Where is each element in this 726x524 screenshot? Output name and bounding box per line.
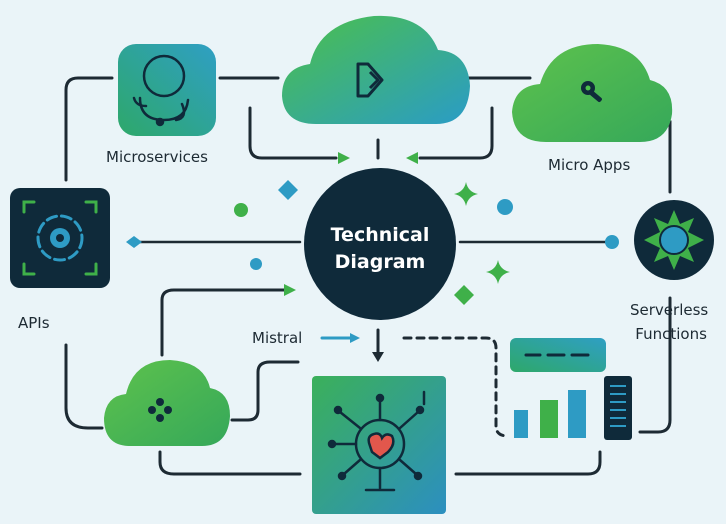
connectors bbox=[64, 76, 672, 476]
arrowhead-bl bbox=[284, 284, 296, 296]
four-dots-icon bbox=[148, 398, 172, 422]
apis-node[interactable] bbox=[10, 188, 110, 288]
center-node[interactable] bbox=[304, 168, 456, 320]
deco-diamond-2 bbox=[454, 285, 474, 305]
arrowhead-center-left bbox=[338, 152, 350, 164]
top-cloud-shape bbox=[282, 15, 470, 124]
center-title-line1: Technical bbox=[330, 224, 430, 246]
mistral-label: Mistral bbox=[252, 329, 303, 347]
connector-bl-right bbox=[230, 360, 300, 422]
microservices-box bbox=[118, 44, 216, 136]
connector-bottom-right bbox=[454, 450, 602, 476]
deco-diamond-1 bbox=[278, 180, 298, 200]
bottom-left-cloud-shape bbox=[104, 360, 230, 446]
bottom-center-node[interactable] bbox=[312, 376, 446, 514]
serverless-label: Serverless Functions bbox=[630, 298, 708, 346]
headset-user-icon bbox=[132, 54, 190, 127]
serverless-node[interactable] bbox=[634, 200, 714, 280]
dot-right-end bbox=[605, 235, 619, 249]
micro-apps-label: Micro Apps bbox=[548, 156, 631, 174]
arrowhead-center-right bbox=[406, 152, 418, 164]
deco-dot-3 bbox=[497, 199, 513, 215]
connector-bottom-left bbox=[158, 450, 302, 476]
sun-gear-icon bbox=[644, 210, 704, 270]
connector-dashed-right bbox=[402, 336, 510, 438]
center-title: Technical Diagram bbox=[305, 222, 455, 276]
decorations bbox=[234, 180, 513, 305]
bottom-right-node[interactable] bbox=[510, 338, 632, 440]
microservices-label: Microservices bbox=[106, 148, 208, 166]
center-title-line2: Diagram bbox=[334, 251, 426, 273]
connector-left-lower bbox=[64, 343, 104, 430]
target-scan-icon bbox=[22, 200, 98, 276]
arrowhead-mistral bbox=[350, 333, 360, 343]
connector-left-loop bbox=[64, 76, 114, 182]
play-arrow-icon bbox=[356, 62, 384, 98]
brain-circuit-icon bbox=[327, 390, 426, 492]
serverless-label-line1: Serverless bbox=[630, 301, 709, 319]
micro-apps-node[interactable] bbox=[512, 44, 673, 142]
center-circle bbox=[304, 168, 456, 320]
deco-sparkle-2 bbox=[486, 260, 510, 284]
microservices-node[interactable] bbox=[118, 44, 216, 136]
connector-right-bottom bbox=[638, 296, 672, 434]
apis-label: APIs bbox=[18, 314, 50, 332]
connector-cloud-right-down bbox=[418, 106, 494, 160]
key-icon bbox=[581, 81, 602, 103]
connector-cloud-left-down bbox=[248, 106, 338, 160]
arrowhead-down bbox=[372, 352, 384, 362]
bottom-left-cloud-node[interactable] bbox=[104, 360, 230, 446]
connector-bl-up bbox=[160, 288, 288, 357]
deco-dot-2 bbox=[250, 258, 262, 270]
serverless-label-line2: Functions bbox=[635, 325, 707, 343]
deco-sparkle-1 bbox=[454, 182, 478, 206]
deco-dot-1 bbox=[234, 203, 248, 217]
top-cloud bbox=[282, 15, 470, 124]
server-icon bbox=[604, 376, 632, 440]
diamond-left-end bbox=[126, 236, 142, 248]
bar-chart-icon bbox=[514, 390, 586, 438]
